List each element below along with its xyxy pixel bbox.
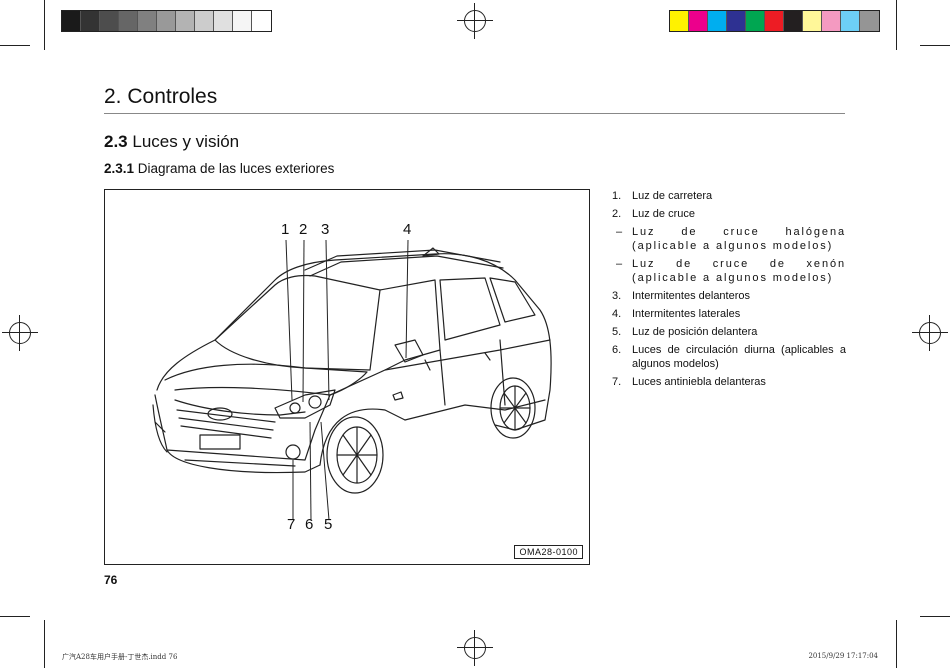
gray-swatch [138, 11, 157, 31]
registration-mark-left [2, 315, 38, 351]
legend-item: 5. Luz de posición delantera [612, 325, 846, 339]
gray-swatch [81, 11, 100, 31]
registration-mark-right [912, 315, 948, 351]
legend-item-number: 7. [612, 376, 622, 388]
suv-illustration [152, 239, 552, 521]
legend-item: 6. Luces de circulación diurna (aplicable… [612, 343, 846, 371]
legend-item: 7. Luces antiniebla delanteras [612, 375, 846, 389]
color-swatch [860, 11, 879, 31]
legend-item-text: Intermitentes laterales [632, 308, 741, 320]
color-swatch [765, 11, 784, 31]
gray-swatch [62, 11, 81, 31]
legend-item: 4. Intermitentes laterales [612, 307, 846, 321]
section-title: 2. Controles [104, 85, 218, 108]
legend-item-text: Luz de carretera [632, 190, 713, 202]
legend-item-number: 2. [612, 208, 622, 220]
gray-swatch [157, 11, 176, 31]
color-swatch [822, 11, 841, 31]
color-swatch [746, 11, 765, 31]
legend-item-text: Intermitentes delanteros [632, 290, 751, 302]
callout-6: 6 [305, 516, 314, 533]
legend-item: 2. Luz de cruce [612, 207, 846, 221]
print-slug-filename: 广汽A28车用户手册-丁世杰.indd 76 [62, 653, 178, 661]
gray-swatch [252, 11, 271, 31]
legend-item: 3. Intermitentes delanteros [612, 289, 846, 303]
process-color-bar [669, 10, 880, 32]
registration-mark-top [457, 3, 493, 39]
legend-item: –Luz de cruce de xenón (aplicable a algu… [612, 257, 846, 285]
callout-1: 1 [281, 221, 290, 238]
gray-swatch [176, 11, 195, 31]
legend-item-number: 3. [612, 290, 622, 302]
subsection-title: Luces y visión [127, 132, 240, 151]
legend-item-number: 1. [612, 190, 622, 202]
legend-item-text: Luz de cruce halógena (aplicable a algun… [632, 226, 846, 252]
subsubsection-title: Diagrama de las luces exteriores [134, 161, 335, 176]
subsubsection-heading: 2.3.1 Diagrama de las luces exteriores [104, 161, 334, 176]
page-number: 76 [104, 573, 118, 587]
gray-swatch [195, 11, 214, 31]
legend-item-text: Luz de cruce [632, 208, 695, 220]
legend-item-text: Luces de circulación diurna (aplicables … [632, 344, 846, 370]
callout-2: 2 [299, 221, 308, 238]
legend-item-text: Luz de cruce de xenón (aplicable a algun… [632, 258, 846, 284]
legend-item-number: – [616, 226, 623, 238]
callout-5: 5 [324, 516, 333, 533]
legend-item-text: Luz de posición delantera [632, 326, 758, 338]
gray-swatch [214, 11, 233, 31]
color-swatch [708, 11, 727, 31]
legend-item: –Luz de cruce halógena (aplicable a algu… [612, 225, 846, 253]
legend-item-number: 6. [612, 344, 622, 356]
exterior-lights-figure: 1 2 3 4 7 6 5 OMA28-0100 [104, 189, 590, 565]
legend-item-text: Luces antiniebla delanteras [632, 376, 766, 388]
color-swatch [689, 11, 708, 31]
callout-4: 4 [403, 221, 412, 238]
subsection-number: 2.3 [104, 132, 128, 151]
subsubsection-number: 2.3.1 [104, 161, 135, 176]
legend-item: 1. Luz de carretera [612, 189, 846, 203]
color-swatch [841, 11, 860, 31]
color-swatch [727, 11, 746, 31]
registration-mark-bottom [457, 630, 493, 666]
title-divider [104, 113, 845, 114]
print-slug-timestamp: 2015/9/29 17:17:04 [808, 652, 878, 660]
callout-7: 7 [287, 516, 296, 533]
gray-color-bar [61, 10, 272, 32]
legend-item-number: – [616, 258, 623, 270]
subsection-heading: 2.3 Luces y visión [104, 132, 239, 152]
color-swatch [803, 11, 822, 31]
legend-item-number: 4. [612, 308, 622, 320]
color-swatch [784, 11, 803, 31]
color-swatch [670, 11, 689, 31]
gray-swatch [100, 11, 119, 31]
callout-3: 3 [321, 221, 330, 238]
legend-item-number: 5. [612, 326, 622, 338]
gray-swatch [119, 11, 138, 31]
figure-code: OMA28-0100 [514, 545, 583, 559]
gray-swatch [233, 11, 252, 31]
